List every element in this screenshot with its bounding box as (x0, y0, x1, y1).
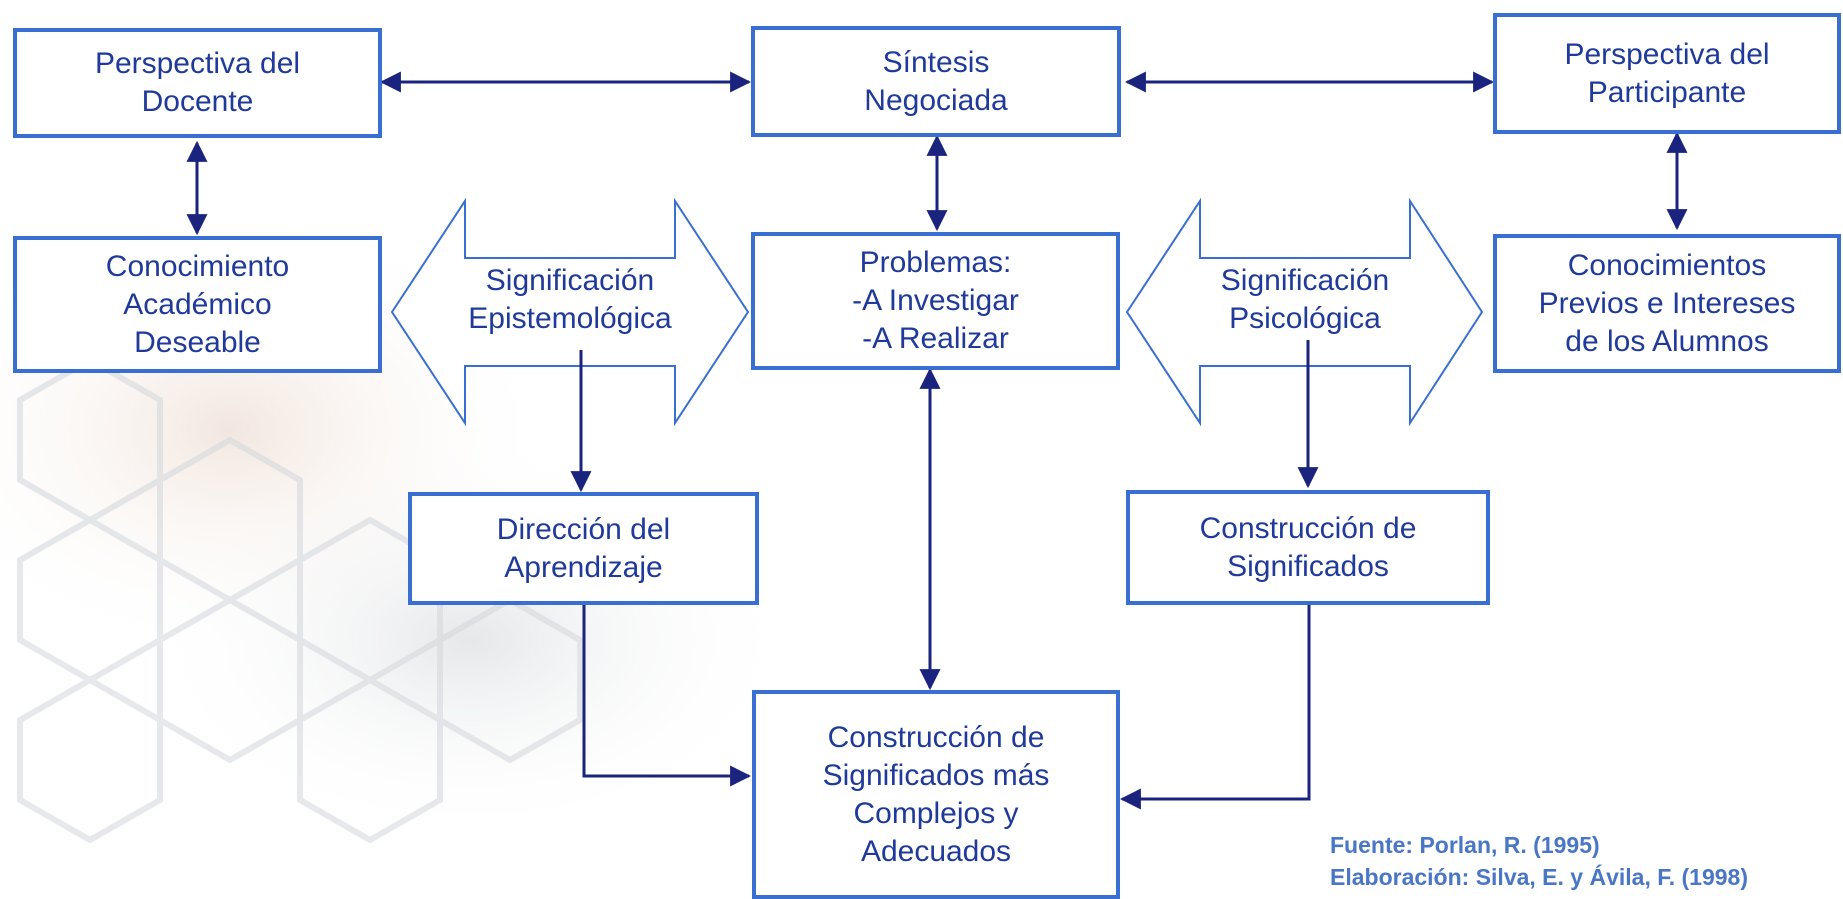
box-conocimiento-academico-label: Conocimiento Académico Deseable (105, 249, 290, 359)
box-problemas-label: Problemas: -A Investigar -A Realizar (852, 246, 1019, 355)
box-sintesis-negociada: Síntesis Negociada (751, 26, 1121, 137)
box-problemas: Problemas: -A Investigar -A Realizar (751, 232, 1120, 370)
box-perspectiva-participante-label: Perspectiva del Participante (1564, 37, 1770, 109)
box-construccion-significados: Construcción de Significados (1126, 490, 1490, 605)
box-perspectiva-docente: Perspectiva del Docente (13, 28, 382, 138)
source-fuente: Fuente: Porlan, R. (1995) (1330, 832, 1600, 858)
box-conocimiento-academico: Conocimiento Académico Deseable (13, 236, 382, 373)
box-direccion-aprendizaje-label: Dirección del Aprendizaje (496, 512, 671, 584)
box-sintesis-negociada-label: Síntesis Negociada (864, 45, 1008, 117)
box-conocimientos-previos: Conocimientos Previos e Intereses de los… (1493, 234, 1841, 373)
psicologica-double-arrow (1125, 197, 1484, 427)
box-direccion-aprendizaje: Dirección del Aprendizaje (408, 492, 759, 605)
psicologica-label: Significación Psicológica (1220, 264, 1390, 335)
source-elaboracion: Elaboración: Silva, E. y Ávila, F. (1998… (1330, 864, 1748, 890)
box-perspectiva-docente-label: Perspectiva del Docente (94, 47, 301, 118)
connector-construccion-compleja (1119, 605, 1311, 810)
box-perspectiva-participante: Perspectiva del Participante (1493, 13, 1841, 134)
box-construccion-compleja: Construcción de Significados más Complej… (752, 690, 1120, 899)
box-construccion-significados-label: Construcción de Significados (1199, 511, 1417, 583)
epistemologica-label: Significación Epistemológica (468, 264, 672, 335)
box-construccion-compleja-label: Construcción de Significados más Complej… (822, 720, 1050, 868)
box-conocimientos-previos-label: Conocimientos Previos e Intereses de los… (1538, 248, 1796, 358)
connector-direccion-compleja (582, 605, 752, 787)
epistemologica-double-arrow (390, 197, 750, 427)
